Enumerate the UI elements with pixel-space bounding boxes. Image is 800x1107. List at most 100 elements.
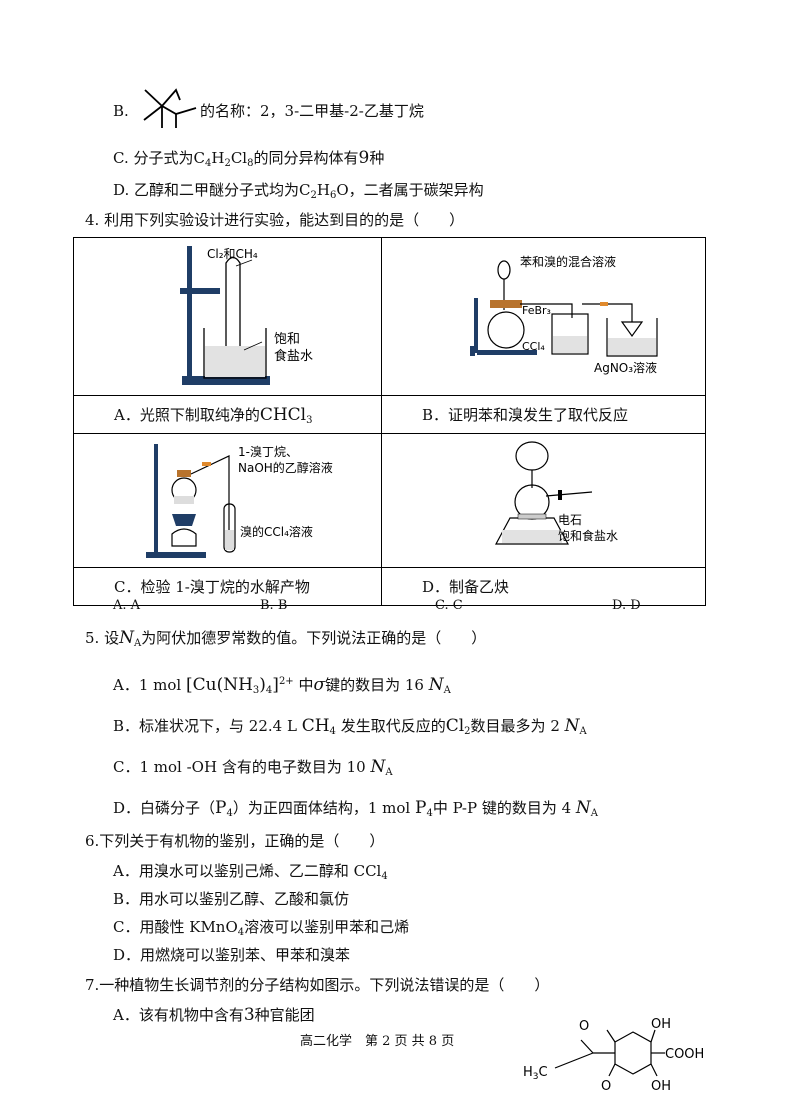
outlet-tube <box>545 491 593 497</box>
q7-a-post: 种官能团 <box>254 1006 315 1024</box>
q3-b-structure <box>143 88 197 128</box>
br2-liquid <box>225 530 234 550</box>
q4-apparatus-c: 1-溴丁烷、 NaOH的乙醇溶液 溴的CCl₄溶液 <box>146 444 333 558</box>
round-flask <box>487 311 525 349</box>
q5-c-text: C．1 mol -OH 含有的电子数目为 10 <box>113 758 366 776</box>
page-footer: 高二化学 第 2 页 共 8 页 <box>300 1034 455 1049</box>
q4-caption-d: D．制备乙炔 <box>381 567 706 606</box>
salt-water <box>205 346 265 377</box>
q5-b-ch4: CH <box>301 716 330 736</box>
q4-option-c[interactable]: C. C <box>435 598 463 613</box>
tube-c <box>190 455 230 534</box>
q5-d-p: P <box>215 798 227 818</box>
q7-a-pre: A．该有机物中含有 <box>113 1006 244 1024</box>
q3-b-text: 的名称：2，3-二甲基-2-乙基丁烷 <box>200 102 424 120</box>
inverted-funnel <box>620 321 644 338</box>
q3-d-post: O，二者属于碳架异构 <box>336 181 484 199</box>
flask-c-liquid <box>174 496 194 504</box>
q5-d-pre: D．白磷分子（ <box>113 799 216 817</box>
connector <box>600 302 608 306</box>
q5-b-na: N <box>564 716 580 736</box>
base-b <box>477 350 537 355</box>
stand-base <box>182 376 270 385</box>
q4-img-c-cell: 1-溴丁烷、 NaOH的乙醇溶液 溴的CCl₄溶液 <box>73 433 382 568</box>
q4-option-b[interactable]: B. B <box>260 598 288 613</box>
stopper-c <box>177 470 191 477</box>
q4-caption-a: A．光照下制取纯净的CHCl3 <box>73 395 382 434</box>
q5-d-mid: ）为正四面体结构，1 mol <box>232 799 411 817</box>
q4-c-label-1: 1-溴丁烷、 <box>238 445 298 459</box>
q4-b-label-febr3: FeBr₃ <box>522 304 551 317</box>
test-tube <box>225 256 241 359</box>
q7-stem: 7.一种植物生长调节剂的分子结构如图示。下列说法错误的是（ ） <box>85 976 550 994</box>
q3-option-b: B. <box>113 101 129 121</box>
q5-na: N <box>119 628 134 648</box>
q7-ch2-bond <box>554 1052 594 1069</box>
q4-option-d[interactable]: D. D <box>612 598 641 613</box>
q4-d-label-1: 电石 <box>558 513 582 527</box>
q5-a-sigma: σ <box>313 675 326 695</box>
q5-b-pre: B．标准状况下，与 22.4 L <box>113 717 297 735</box>
q6-option-d[interactable]: D．用燃烧可以鉴别苯、甲苯和溴苯 <box>113 946 351 964</box>
rod-b <box>474 298 478 353</box>
q3-c-s2: 2 <box>224 158 231 169</box>
q5-c-na: N <box>370 757 386 777</box>
q5-b-mid: 发生取代反应的 <box>340 717 446 735</box>
q7-option-a[interactable]: A．该有机物中含有3种官能团 <box>113 1005 315 1025</box>
q5-a-complex: [Cu(NH <box>185 675 253 695</box>
q5-a-zhong: 中 <box>298 676 314 694</box>
q3-c-num: 9 <box>358 148 370 168</box>
q6-c-sub: 4 <box>237 927 245 938</box>
q4-option-a[interactable]: A. A <box>113 598 141 613</box>
q4-apparatus-b: 苯和溴的混合溶液 FeBr₃ CCl₄ AgNO₃溶液 <box>470 254 658 375</box>
q5-b-cl: Cl <box>445 716 465 736</box>
q4-img-d-cell: 电石 饱和食盐水 <box>381 433 706 568</box>
q7-oh1: OH <box>651 1017 671 1032</box>
beaker <box>203 328 267 379</box>
wire-gauze <box>172 514 196 526</box>
q4-options-table: Cl₂和CH₄ 饱和 食盐水 <box>73 237 706 606</box>
q5-a-pre: A．1 mol <box>113 676 182 694</box>
q3-d-s2: 6 <box>330 190 337 201</box>
q6-option-a[interactable]: A．用溴水可以鉴别己烯、乙二醇和 CCl4 <box>113 861 388 887</box>
tube-2 <box>582 303 633 322</box>
q7-co2-bond <box>608 1063 616 1077</box>
q7-h3c: H3C <box>523 1065 548 1082</box>
q5-a-charge: 2+ <box>278 676 294 687</box>
q6-option-c[interactable]: C．用酸性 KMnO4溶液可以鉴别甲苯和己烯 <box>113 917 409 943</box>
alcohol-lamp <box>171 528 197 547</box>
q5-a-na-sub: A <box>443 685 451 696</box>
q4-cap-a-text: A．光照下制取纯净的 <box>114 405 260 424</box>
q3-c-s1: 4 <box>204 158 212 169</box>
test-tube-c <box>223 503 236 553</box>
q7-h-sub: 3 <box>533 1072 539 1082</box>
q5-option-a[interactable]: A．1 mol [Cu(NH3)4]2+ 中σ键的数目为 16 NA <box>113 672 451 701</box>
q4-c-label-2: NaOH的乙醇溶液 <box>238 460 333 475</box>
connector-c <box>202 462 211 466</box>
stand-b <box>470 346 475 356</box>
q4-a-label-saturated: 饱和 <box>274 332 300 347</box>
q5-a-sub2: 4 <box>265 685 273 696</box>
q5-stem-pre: 5. 设 <box>85 629 120 647</box>
q5-d-p-sub: 4 <box>226 808 233 819</box>
q5-b-cl-sub: 2 <box>464 726 471 737</box>
q4-a-label-brine: 食盐水 <box>274 348 313 364</box>
q3-c-cl: Cl <box>230 149 248 167</box>
q3-d-label: D. <box>113 181 130 199</box>
q4-img-a-cell: Cl₂和CH₄ 饱和 食盐水 <box>73 237 382 396</box>
label-leader-1 <box>235 259 253 267</box>
q7-structure: O OH COOH H3C O OH <box>523 1017 704 1094</box>
q4-img-b-cell: 苯和溴的混合溶液 FeBr₃ CCl₄ AgNO₃溶液 <box>381 237 706 396</box>
q4-c-label-3: 溴的CCl₄溶液 <box>240 524 313 539</box>
q5-a-na: N <box>428 675 444 695</box>
q5-option-c[interactable]: C．1 mol -OH 含有的电子数目为 10 NA <box>113 757 393 783</box>
q5-option-b[interactable]: B．标准状况下，与 22.4 L CH4 发生取代反应的Cl2数目最多为 2 N… <box>113 716 587 742</box>
q5-option-d[interactable]: D．白磷分子（P4）为正四面体结构，1 mol P4中 P-P 键的数目为 4 … <box>113 798 598 824</box>
q4-cap-a-sub: 3 <box>306 414 313 426</box>
q6-option-b[interactable]: B．用水可以鉴别乙醇、乙酸和氯仿 <box>113 890 350 908</box>
q7-oh2-bond <box>650 1063 658 1077</box>
q5-a-sub1: 3 <box>252 685 260 696</box>
q6-c-post: 溶液可以鉴别甲苯和己烯 <box>244 918 410 936</box>
q7-ring <box>614 1031 652 1075</box>
q3-option-c: C. 分子式为C4H2Cl8的同分异构体有9种 <box>113 148 384 174</box>
